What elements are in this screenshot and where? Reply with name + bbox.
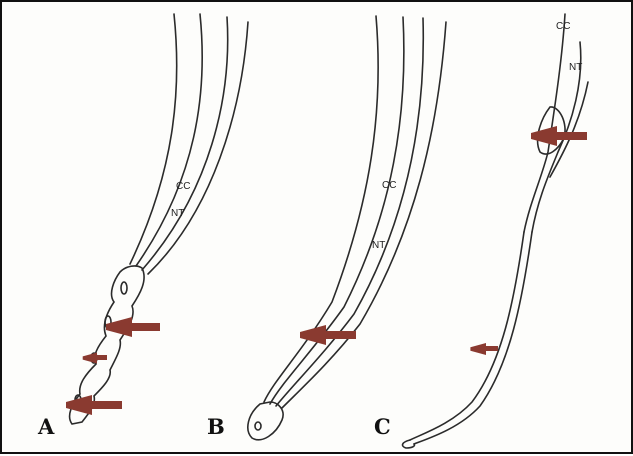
panel-b-nucleus — [255, 422, 261, 430]
red-arrow-icon — [470, 343, 486, 355]
panel-b-arrow-tail — [326, 331, 356, 339]
panel-c-tail-line — [414, 232, 532, 444]
panel-c-tail-line — [410, 232, 524, 440]
panel-a-label-nt: NT — [171, 208, 184, 219]
panel-label-b: B — [207, 416, 225, 437]
panel-b-label-cc: CC — [382, 180, 396, 191]
panel-a-tail-line — [130, 14, 177, 264]
panel-b-tail-line — [264, 16, 378, 402]
panel-c-label-cc: CC — [556, 21, 570, 32]
panel-c-drawing — [403, 14, 588, 448]
panel-a-label-cc: CC — [176, 181, 190, 192]
panel-a-tail-line — [142, 17, 228, 270]
red-arrow-icon — [106, 317, 132, 337]
panel-c-arrow-tail — [557, 132, 587, 140]
panel-a-arrow-tails — [92, 323, 160, 409]
red-arrow-icon — [83, 353, 97, 364]
panel-c-tail-line — [524, 14, 565, 232]
panel-b-label-nt: NT — [372, 240, 385, 251]
panel-c-label-nt: NT — [569, 62, 582, 73]
panel-a-nucleus — [121, 282, 127, 294]
panel-label-a: A — [38, 416, 54, 437]
panel-label-c: C — [374, 416, 391, 437]
panel-b-drawing — [248, 16, 446, 440]
red-arrow-icon — [531, 126, 557, 146]
panel-c-head — [403, 440, 415, 448]
panel-b-tail-line — [276, 18, 423, 406]
panel-b-head — [248, 402, 283, 440]
panel-b-tail-line — [270, 17, 404, 404]
panel-a-tail-line — [148, 22, 248, 274]
panel-c-arrow-tail-small — [486, 346, 498, 351]
red-arrow-icon — [300, 325, 326, 345]
